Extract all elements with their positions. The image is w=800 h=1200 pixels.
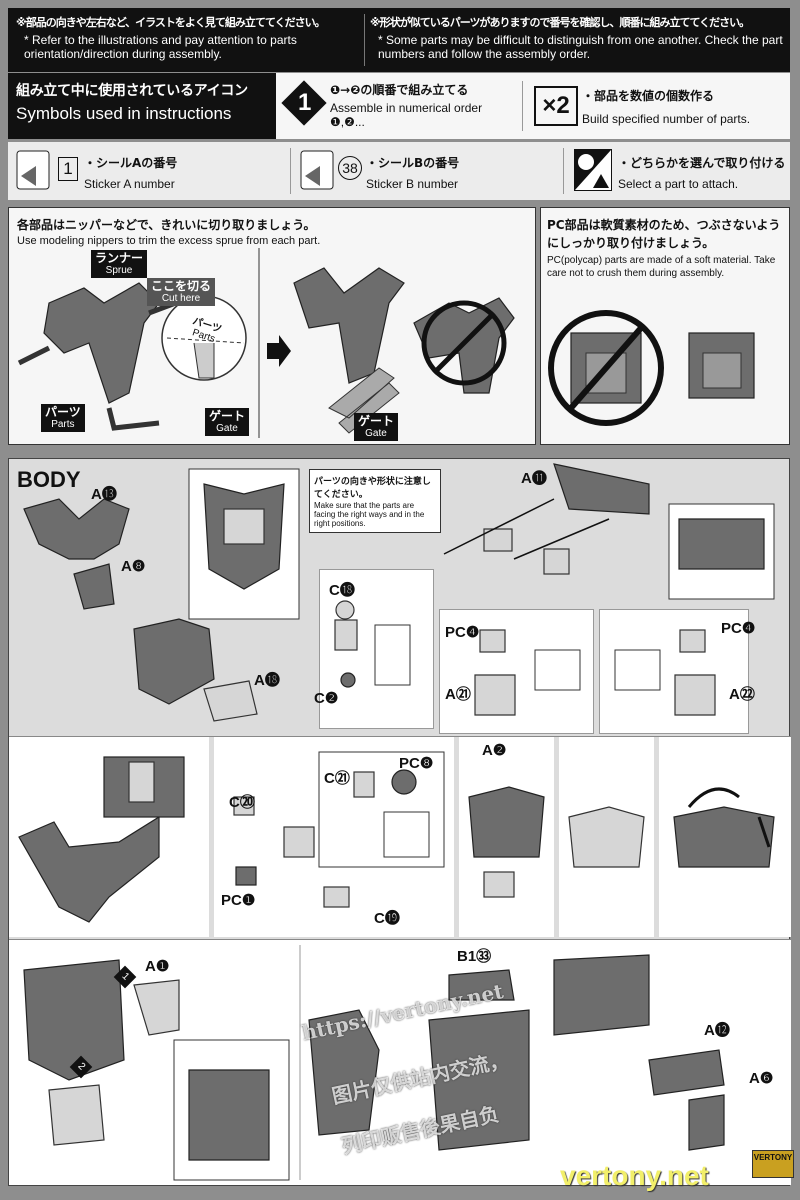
prohibited-icon [421,300,507,386]
label-c20: C⑳ [229,794,255,811]
select-en: Select a part to attach. [618,177,739,191]
label-pc4-right: PC❹ [721,620,756,637]
sticker-icon [300,150,334,190]
select-jp: ・どちらかを選んで取り付ける [618,156,786,170]
parts-label-en: Parts [51,419,75,431]
label-c18: C⓲ [329,582,355,599]
nippers-panel: 各部品はニッパーなどで、きれいに切り取りましょう。 Use modeling n… [8,207,536,445]
note-right-en: * Some parts may be difficult to disting… [378,33,783,61]
order-number: 1 [298,89,312,116]
label-a1: A❶ [145,958,170,975]
label-a12: A⓬ [704,1022,730,1039]
symbols-title-jp: 組み立て中に使用されているアイコン [16,83,248,99]
body-step-row-2 [9,736,791,937]
rotate-arrow-icon [687,787,771,848]
note-right-jp: ※形状が似ているパーツがありますので番号を確認し、順番に組み立ててください。 [370,16,750,29]
polycap-en: PC(polycap) parts are made of a soft mat… [547,255,776,279]
nippers-illustration [17,248,515,438]
notes-band: ※部品の向きや左右など、イラストをよく見て組み立ててください。 * Refer … [8,8,790,72]
select-part-icon [574,149,612,191]
label-a21: A㉑ [445,686,471,703]
sticker-icon [16,150,50,190]
multi-en: Build specified number of parts. [582,112,751,126]
caution-en: Make sure that the parts are facing the … [314,501,425,528]
sticker-b-en: Sticker B number [366,177,459,191]
sprue-label-en: Sprue [105,265,133,277]
label-a6: A❻ [749,1070,774,1087]
symbols-title: 組み立て中に使用されているアイコン Symbols used in instru… [8,73,276,139]
nippers-en: Use modeling nippers to trim the excess … [17,235,321,247]
sticker-a-en: Sticker A number [84,177,175,191]
note-left-jp: ※部品の向きや左右など、イラストをよく見て組み立ててください。 [16,16,326,29]
multi-jp: ・部品を数値の個数作る [582,89,715,103]
caution-jp: パーツの向きや形状に注意してください。 [314,477,431,500]
multiply-icon: ×2 [534,86,578,126]
sprue-label-jp: ランナー [95,251,144,265]
note-left-en: * Refer to the illustrations and pay att… [24,33,297,61]
cut-here-label-en: Cut here [161,293,201,305]
parts-label-jp: パーツ [45,405,81,419]
gate-label-en-2: Gate [365,428,387,440]
gate-label-jp: ゲート [209,409,246,423]
gate-label-jp-2: ゲート [358,414,395,428]
order-jp: ❶→❷の順番で組み立てる [330,83,469,97]
label-a8: A❽ [121,558,146,575]
sticker-b-number-icon: 38 [338,156,362,180]
step-box-a21 [439,609,594,734]
nippers-tool-icon [328,367,400,434]
step-box-c18 [319,569,434,729]
label-pc4-left: PC❹ [445,624,480,641]
label-c19: C⓳ [374,910,400,927]
sticker-a-jp: ・シールAの番号 [84,156,178,170]
note-left: ※部品の向きや左右など、イラストをよく見て組み立ててください。 * Refer … [16,14,364,62]
label-a18: A⓲ [254,672,280,689]
gate-label-en: Gate [216,423,238,435]
polycap-panel: PC部品は軟質素材のため、つぶさないようにしっかり取り付けましょう。 PC(po… [540,207,790,445]
label-a13: A⓭ [91,486,117,503]
cut-here-label-jp: ここを切る [151,279,212,293]
watermark-site: vertony.net [560,1160,709,1191]
label-pc1: PC❶ [221,892,256,909]
sticker-row: 1 ・シールAの番号 Sticker A number 38 ・シールBの番号 … [8,142,790,200]
label-c21: C㉑ [324,770,350,787]
label-b1-33: B1㉝ [457,948,492,965]
prohibited-icon [548,310,664,426]
caution-box: パーツの向きや形状に注意してください。 Make sure that the p… [309,469,441,534]
nippers-jp: 各部品はニッパーなどで、きれいに切り取りましょう。 [17,218,316,232]
sprue-part [43,282,160,404]
label-pc8: PC❽ [399,755,434,772]
watermark-badge: VERTONY [752,1150,794,1178]
body-step-row-3 [9,939,791,1185]
body-step-row-1 [23,463,775,722]
body-title: BODY [17,467,81,492]
order-en: Assemble in numerical order ❶,❷... [330,101,483,130]
sticker-b-jp: ・シールBの番号 [366,156,460,170]
arrow-right-icon [267,335,291,367]
body-section: BODY パーツの向きや形状に注意してください。 Make sure that … [8,458,791,1186]
polycap-illustration [548,310,755,426]
polycap-jp: PC部品は軟質素材のため、つぶさないようにしっかり取り付けましょう。 [547,218,781,250]
label-c2: C❷ [314,690,339,707]
symbols-title-en: Symbols used in instructions [16,104,232,123]
label-a11: A⓫ [521,470,547,487]
symbols-row: 組み立て中に使用されているアイコン Symbols used in instru… [8,73,790,139]
sticker-a-number-icon: 1 [58,157,78,181]
step-box-a22 [599,609,749,734]
label-a22: A㉒ [729,686,755,703]
label-a2: A❷ [482,742,507,759]
note-right: ※形状が似ているパーツがありますので番号を確認し、順番に組み立ててください。 *… [370,14,786,62]
